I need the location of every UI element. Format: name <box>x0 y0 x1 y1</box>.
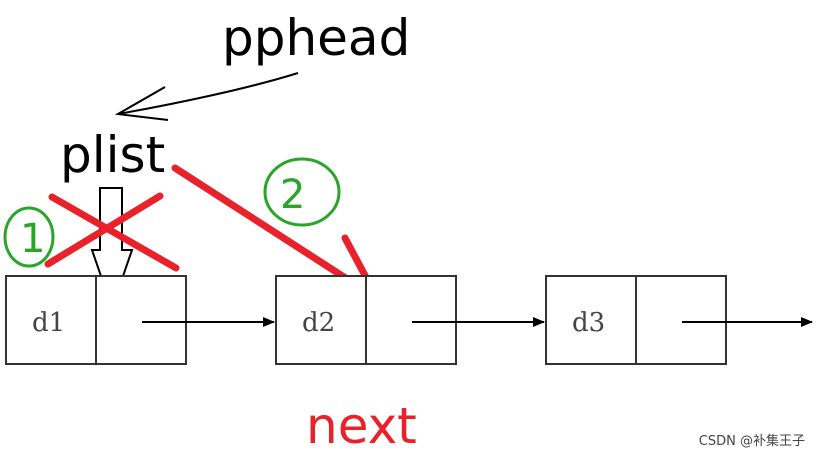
step-two-mark: 2 <box>263 157 341 227</box>
list-node-d3: d3 <box>545 275 727 365</box>
step-one-mark: 1 <box>3 206 55 268</box>
node-data-label: d3 <box>572 308 605 338</box>
next-label: next <box>306 397 417 455</box>
node-data-label: d1 <box>32 308 65 338</box>
pphead-label: pphead <box>222 9 410 67</box>
pphead-to-plist-arrow <box>114 72 299 121</box>
list-node-d2: d2 <box>275 275 457 365</box>
plist-label: plist <box>60 126 165 184</box>
svg-text:2: 2 <box>280 172 305 218</box>
cross-mark <box>44 192 180 272</box>
svg-text:1: 1 <box>20 216 45 262</box>
list-node-d1: d1 <box>5 275 187 365</box>
watermark: CSDN @补集王子 <box>698 434 805 449</box>
node-data-label: d2 <box>302 308 335 338</box>
